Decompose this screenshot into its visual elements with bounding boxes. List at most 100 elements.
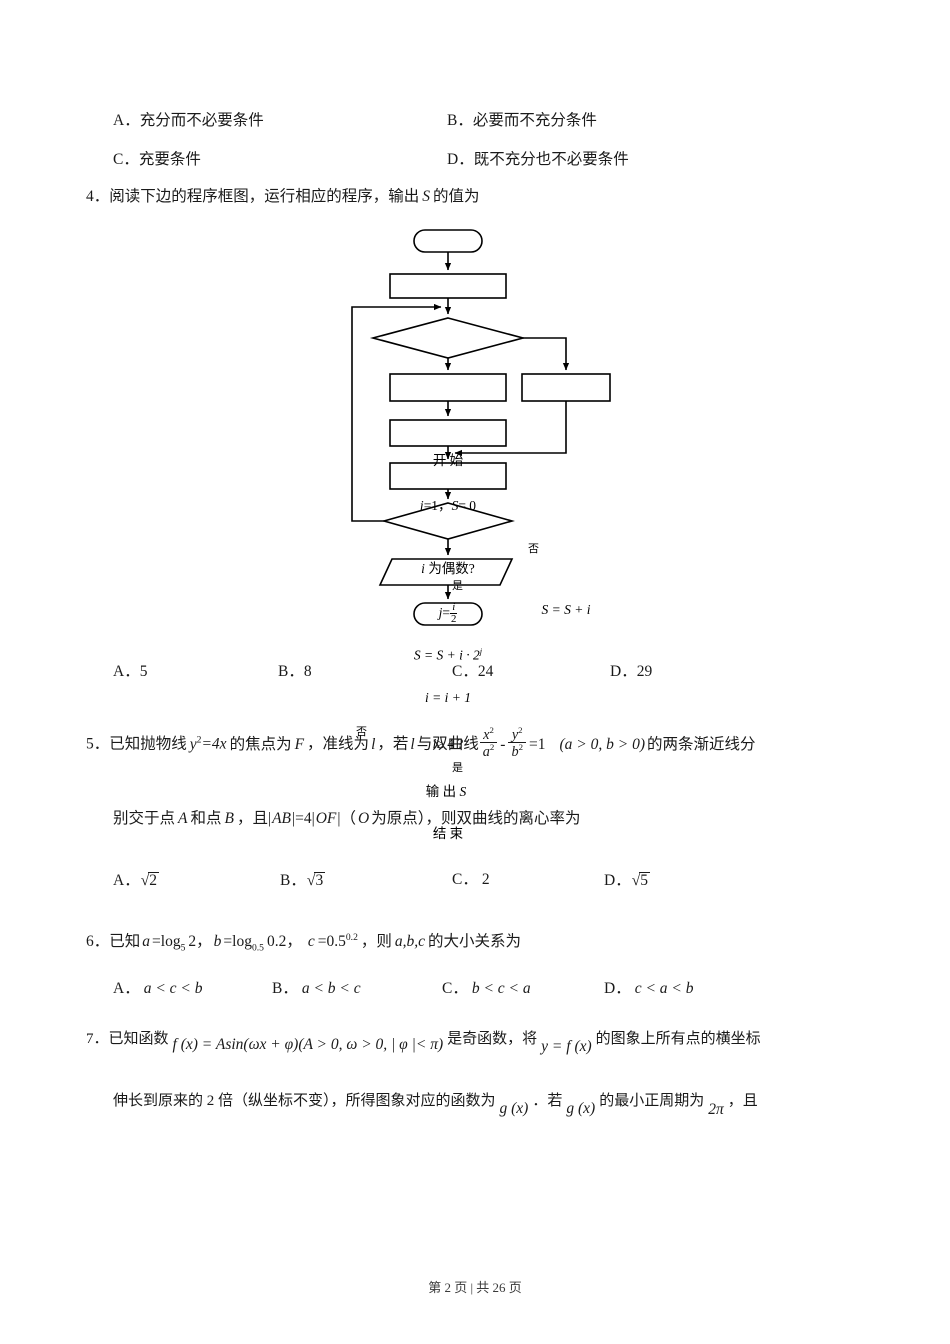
flow-assign-s-odd-shape (521, 373, 611, 402)
q5-directrix-l2: l (410, 735, 415, 753)
q6-var-b: b (213, 933, 222, 951)
flow-assign-s-odd-label: S = S + i (541, 602, 591, 617)
q5-point-B: B (224, 810, 234, 827)
q5-origin-O: O (358, 810, 370, 827)
q3-option-c-text: 充要条件 (138, 151, 201, 168)
q5-number: 5． (86, 735, 110, 753)
q5-frac2-den: b (511, 744, 519, 761)
q6-option-d-value: c < a < b (634, 980, 694, 997)
flow-assign-s-even-label: S = S + i · 2j (390, 647, 506, 663)
flow-start-shape (413, 229, 483, 253)
q5-line1-p3: ，准线为 (307, 735, 370, 753)
q4-option-d: D．29 (610, 664, 652, 680)
flow-edge-decision1-no (523, 337, 570, 371)
q5-option-c: C．2 (452, 872, 490, 888)
q5-option-b-radicand: 3 (314, 872, 326, 889)
q5-option-d-radicand: 5 (639, 872, 651, 889)
q3-option-d-label: D． (447, 151, 474, 168)
q6-option-b-value: a < b < c (301, 980, 361, 997)
q4-option-c: C．24 (452, 664, 493, 680)
q5-l2-p3: ，且| (236, 810, 272, 827)
q5-l2-p5: |（ (337, 810, 356, 827)
q6-option-d: D．c < a < b (604, 981, 694, 997)
flow-assign-s-even-text: S = S + i · 2 (413, 647, 480, 663)
flow-decision2-value: 4 ? (447, 736, 464, 751)
q7-graph-equation: y = f (x) (541, 1038, 592, 1055)
flow-edge-decision2-no-loop (351, 303, 442, 522)
q3-option-d: D．既不充分也不必要条件 (447, 152, 629, 168)
q7-function-definition: f (x) = Asin(ωx + φ)(A > 0, ω > 0, | φ |… (172, 1036, 444, 1053)
q5-option-a: A．√2 (113, 872, 160, 889)
q4-option-d-label: D． (610, 663, 637, 680)
q5-focus-F: F (294, 735, 305, 753)
flow-end-label: 结 束 (432, 826, 464, 841)
q6-option-c: C．b < c < a (442, 981, 531, 997)
q6-option-c-label: C． (442, 980, 468, 997)
q6-sep1: ， (196, 933, 212, 951)
q7-l2-p4: ，且 (727, 1093, 758, 1109)
program-flowchart: 开 始 i=1，S= 0 i 为偶数? 是 否 j= i 2 S = S + i… (340, 222, 640, 840)
flow-decision1-text: 为偶数? (428, 561, 475, 576)
q4-stem-text: 阅读下边的程序框图，运行相应的程序，输出 (109, 188, 420, 205)
q5-option-a-label: A． (113, 872, 140, 889)
q6-c-eq: =0.5 (317, 933, 346, 951)
flow-decision2-yes-label: 是 (452, 762, 463, 774)
q6-vars: a,b,c (394, 933, 426, 951)
q4-option-b-value: 8 (303, 663, 312, 680)
flow-init-label: i=1，S= 0 (390, 499, 506, 513)
q7-p1: 已知函数 (108, 1031, 169, 1047)
flow-output-shape (378, 558, 514, 586)
q6-a-eq: =log (152, 933, 181, 951)
q6-option-c-value: b < c < a (471, 980, 531, 997)
q3-option-b-label: B． (447, 112, 473, 129)
q5-condition: (a > 0, b > 0) (559, 735, 645, 753)
flow-decision1-no-label: 否 (528, 543, 539, 555)
q6-tail: 的大小关系为 (428, 933, 522, 951)
q4-option-b-label: B． (278, 663, 304, 680)
q7-g-function-1: g (x) (499, 1100, 529, 1117)
flow-decision1-var: i (421, 561, 425, 576)
q6-option-a-value: a < c < b (143, 980, 203, 997)
q6-option-a-label: A． (113, 980, 140, 997)
q5-option-c-label: C． (452, 871, 478, 888)
page-footer: 第 2 页 | 共 26 页 (0, 1277, 950, 1296)
q7-g-function-2: g (x) (566, 1100, 596, 1117)
q5-frac1-num: x (483, 726, 490, 743)
q5-option-d: D．√5 (604, 872, 651, 889)
flow-decision1-shape (369, 317, 527, 359)
q7-l2-p3: 的最小正周期为 (599, 1093, 705, 1109)
flow-assign-j-num: i (452, 601, 456, 613)
q7-l2-p2: ．若 (532, 1093, 563, 1109)
q5-frac2-den-exp: 2 (518, 742, 523, 753)
flow-start-label: 开 始 (432, 453, 464, 468)
q5-l2-p4: |=4| (292, 810, 315, 827)
q7-l2-p1: 伸长到原来的 2 倍（纵坐标不变），所得图象对应的函数为 (113, 1093, 496, 1109)
q5-line1-tail: 的两条渐近线分 (646, 735, 756, 753)
flow-decision2-var: i (432, 736, 437, 751)
q5-option-c-value: 2 (481, 871, 490, 888)
q5-option-b-radical: √3 (306, 872, 326, 889)
q5-segment-AB: AB (272, 810, 292, 827)
q4-option-c-value: 24 (477, 663, 494, 680)
q7-p3: 的图象上所有点的横坐标 (595, 1031, 761, 1047)
q7-number: 7． (86, 1031, 109, 1047)
flow-decision1-label: i 为偶数? (373, 562, 523, 576)
q3-option-a-text: 充分而不必要条件 (139, 112, 264, 129)
flow-init-var1: i (419, 498, 424, 513)
flow-init-eq2: = 0 (458, 498, 477, 513)
flow-edge-s-odd-merge (454, 401, 567, 457)
q5-fraction-x2-a2: x2 a2 (479, 725, 498, 760)
flow-output-label: 输 出 S (380, 785, 512, 799)
q3-option-a-label: A． (113, 112, 140, 129)
flow-decision2-no-label: 否 (356, 726, 367, 738)
flow-assign-j-label: j= i 2 (390, 602, 506, 625)
q6-option-d-label: D． (604, 980, 631, 997)
q6-a-arg: 2 (188, 933, 197, 951)
flow-assign-j-lhs: j (438, 604, 443, 620)
q5-l2-p1: 别交于点 (113, 810, 176, 827)
